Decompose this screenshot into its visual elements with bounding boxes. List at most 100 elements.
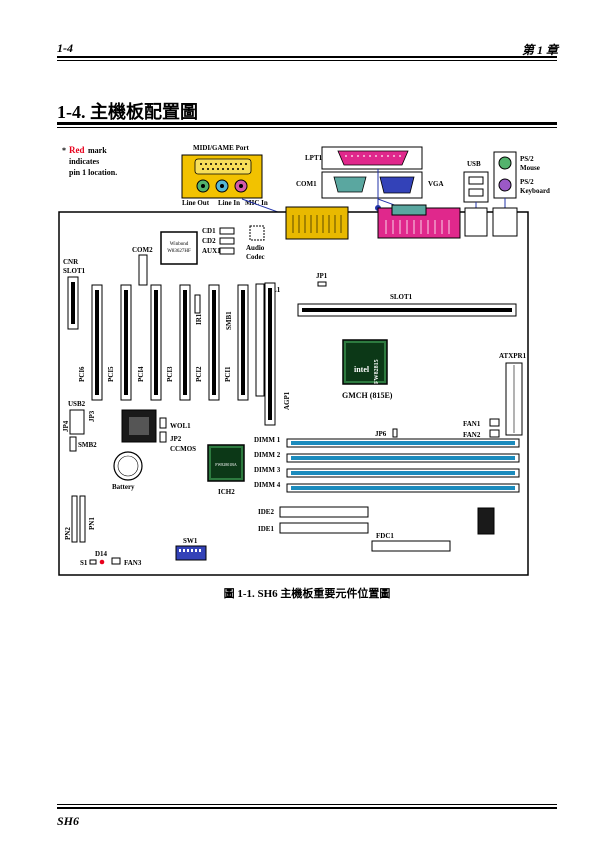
fan2-header bbox=[489, 429, 500, 438]
smb2-header bbox=[69, 436, 77, 452]
slot1-label: SLOT1 bbox=[390, 293, 413, 301]
ir1-label: IR1 bbox=[195, 313, 203, 325]
jp3-label: JP3 bbox=[88, 410, 96, 422]
sw1-label: SW1 bbox=[183, 537, 198, 545]
fan3-label: FAN3 bbox=[124, 559, 142, 567]
game-port-icon bbox=[194, 158, 252, 175]
wol1-label: WOL1 bbox=[170, 422, 191, 430]
aux1-header bbox=[219, 247, 235, 255]
dimm1-label: DIMM 1 bbox=[254, 436, 281, 444]
ps2-keyboard-icon bbox=[498, 178, 512, 192]
ps2-mouse-label-1: PS/2 bbox=[520, 155, 534, 163]
fan1-header bbox=[489, 418, 500, 427]
pci2-label: PCI2 bbox=[195, 366, 203, 382]
jp1-jumper bbox=[317, 281, 327, 287]
usb2-label: USB2 bbox=[68, 400, 86, 408]
com1-port-icon bbox=[333, 176, 367, 193]
audio-codec-chip bbox=[249, 225, 265, 241]
lpt1-port-icon bbox=[337, 150, 409, 166]
note-line2: indicates bbox=[69, 157, 99, 166]
pci6-label: PCI6 bbox=[78, 366, 86, 382]
audio-label: Audio bbox=[246, 244, 265, 252]
com1-label: COM1 bbox=[296, 180, 317, 188]
winbond-chip bbox=[160, 231, 198, 265]
lpt1-label: LPT1 bbox=[305, 154, 323, 162]
chapter-label: 第 1 章 bbox=[521, 43, 558, 57]
usb-port-icon bbox=[468, 188, 484, 197]
game-port-pins bbox=[200, 163, 247, 170]
title-rule-thick bbox=[57, 122, 557, 125]
footer-model: SH6 bbox=[57, 814, 80, 828]
s1-label: S1 bbox=[80, 559, 88, 567]
footer-rule-thin bbox=[57, 804, 557, 805]
pci5-label: PCI5 bbox=[107, 366, 115, 382]
agp1-label: AGP1 bbox=[283, 391, 291, 410]
aux1-label: AUX1 bbox=[202, 247, 221, 255]
smb1-label: SMB1 bbox=[225, 311, 233, 330]
pn1-header bbox=[79, 495, 86, 543]
footer-rule-thick bbox=[57, 807, 557, 809]
jp1-label: JP1 bbox=[316, 272, 328, 280]
codec-label: Codec bbox=[246, 253, 265, 261]
gmch-part-number: FW82815 bbox=[374, 359, 380, 384]
vga-label: VGA bbox=[428, 180, 444, 188]
dimm4-label: DIMM 4 bbox=[254, 481, 281, 489]
onboard-com-port bbox=[391, 204, 427, 216]
jp2-jumper bbox=[159, 431, 167, 443]
ide2-connector bbox=[279, 506, 369, 518]
pn1-label: PN1 bbox=[88, 517, 96, 530]
ide2-label: IDE2 bbox=[258, 508, 274, 516]
s1-switch bbox=[89, 559, 97, 565]
com2-label: COM2 bbox=[132, 246, 153, 254]
onboard-ps2-port bbox=[492, 207, 518, 237]
dimm2-label: DIMM 2 bbox=[254, 451, 281, 459]
fdc1-connector bbox=[371, 540, 451, 552]
figure-caption: 圖 1-1. SH6 主機板重要元件位置圖 bbox=[223, 588, 391, 600]
bios-chip bbox=[477, 507, 495, 535]
vga-port-icon bbox=[379, 176, 415, 194]
ps2-mouse-label-2: Mouse bbox=[520, 164, 540, 172]
ps2-keyboard-label-2: Keyboard bbox=[520, 187, 550, 195]
ich2-label: ICH2 bbox=[218, 488, 235, 496]
winbond-chip-label-1: Winbond bbox=[170, 242, 189, 247]
fan3-header bbox=[111, 557, 121, 565]
ich2-part-number: FW82801BA bbox=[215, 462, 237, 467]
vl1-header bbox=[255, 283, 265, 397]
ccmos-label: CCMOS bbox=[170, 445, 196, 453]
wol1-header bbox=[159, 417, 167, 429]
jp6-label: JP6 bbox=[375, 430, 387, 438]
atxpr1-label: ATXPR1 bbox=[499, 352, 527, 360]
jp2-label: JP2 bbox=[170, 435, 182, 443]
usb2-header bbox=[69, 409, 85, 435]
winbond-chip-label-2: W83627HF bbox=[167, 249, 191, 254]
cnr-label: CNR bbox=[63, 258, 79, 266]
pci1-label: PCI1 bbox=[224, 366, 232, 382]
header-rule-thick bbox=[57, 56, 557, 58]
cd1-header bbox=[219, 227, 235, 235]
pci4-label: PCI4 bbox=[137, 366, 145, 382]
cd1-label: CD1 bbox=[202, 227, 216, 235]
line-in-label: Line In bbox=[218, 199, 240, 207]
cd2-label: CD2 bbox=[202, 237, 216, 245]
intel-logo-text: intel bbox=[354, 365, 370, 374]
ir1-header bbox=[194, 294, 201, 314]
usb-label: USB bbox=[467, 160, 481, 168]
smb2-label: SMB2 bbox=[78, 441, 97, 449]
battery-label: Battery bbox=[112, 483, 135, 491]
note-mark: mark bbox=[88, 146, 107, 155]
dimm3-label: DIMM 3 bbox=[254, 466, 281, 474]
usb-port-icon bbox=[468, 176, 484, 185]
note-star: * bbox=[62, 146, 66, 155]
pci3-label: PCI3 bbox=[166, 366, 174, 382]
jp4-label: JP4 bbox=[62, 420, 70, 432]
mic-in-label: MIC In bbox=[245, 199, 268, 207]
d14-led-icon bbox=[99, 559, 105, 565]
header-rule-thin bbox=[57, 60, 557, 61]
fan2-label: FAN2 bbox=[463, 431, 481, 439]
line-out-label: Line Out bbox=[182, 199, 210, 207]
ps2-keyboard-label-1: PS/2 bbox=[520, 178, 534, 186]
ide1-label: IDE1 bbox=[258, 525, 274, 533]
midi-label: MIDI/GAME Port bbox=[193, 144, 249, 152]
fan1-label: FAN1 bbox=[463, 420, 481, 428]
pn2-label: PN2 bbox=[64, 527, 72, 540]
